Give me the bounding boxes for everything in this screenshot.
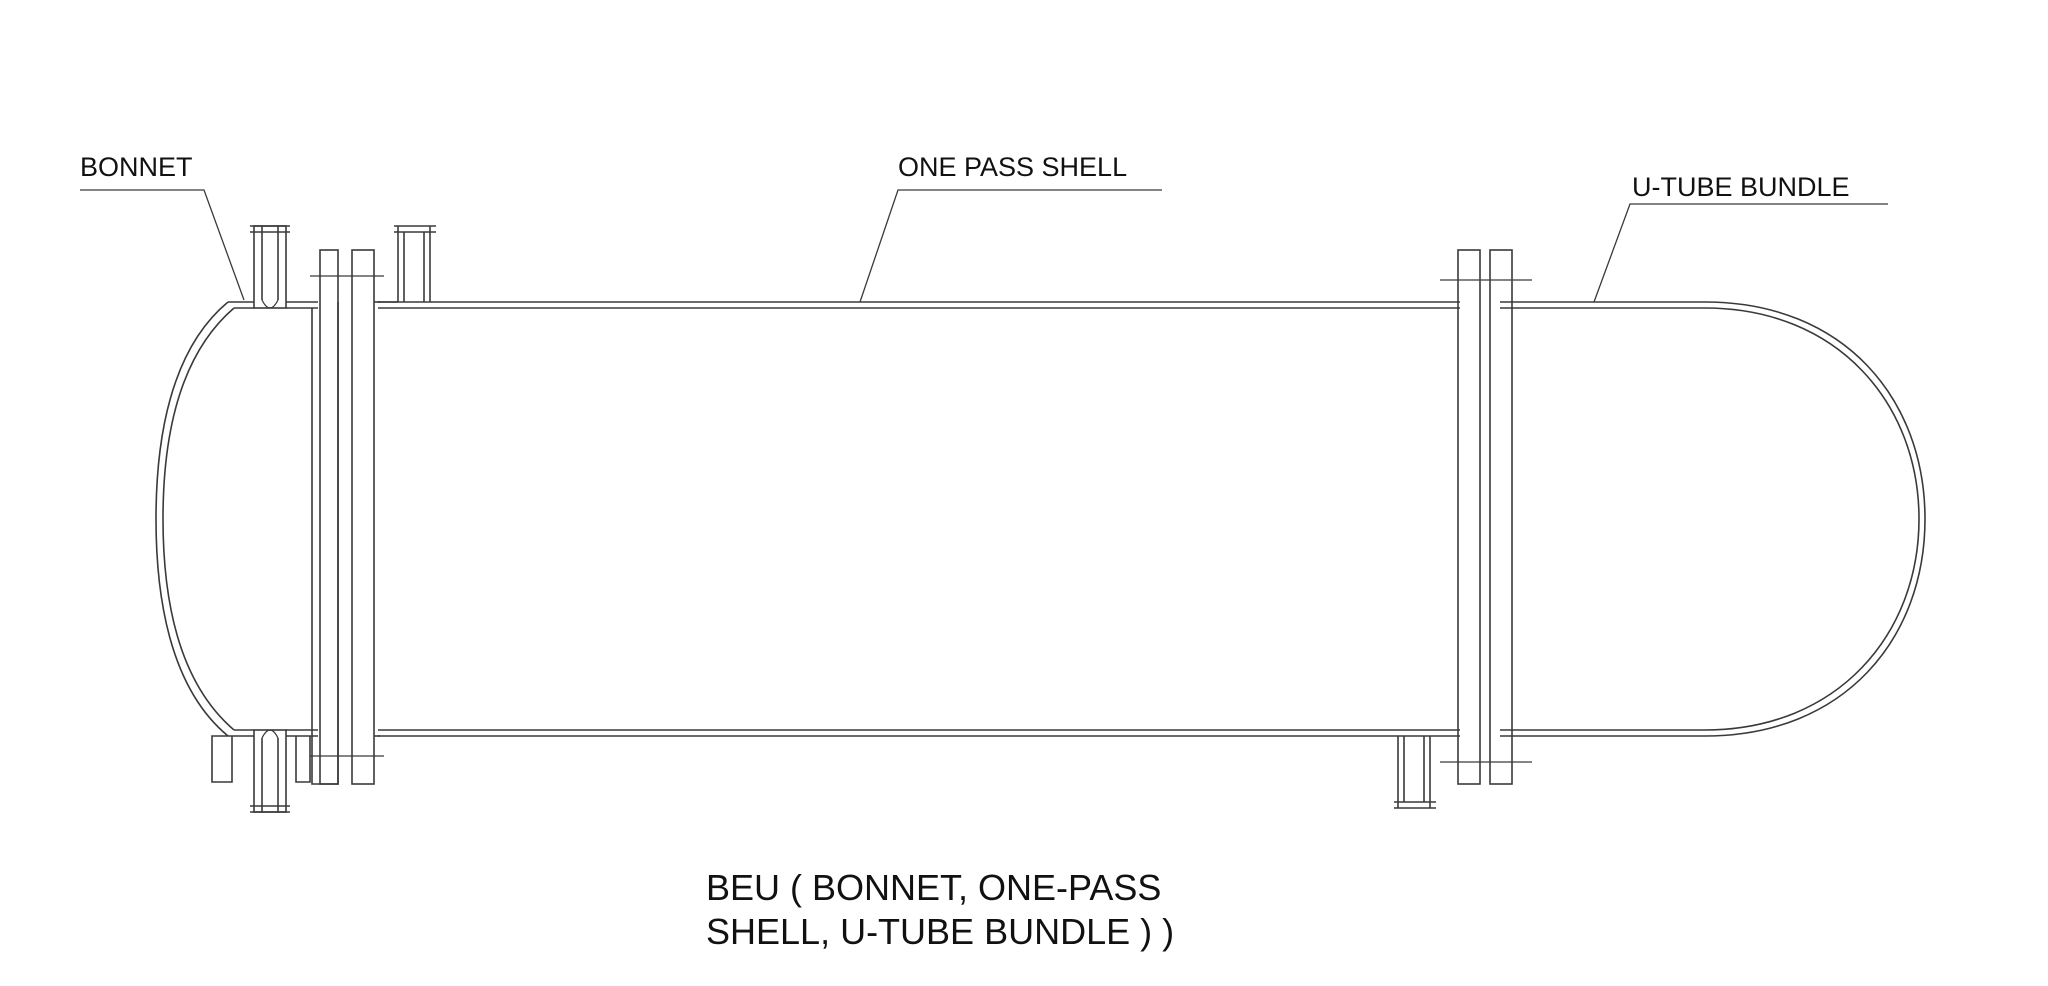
caption-line-1: BEU ( BONNET, ONE-PASS <box>706 867 1162 908</box>
bonnet-top-nozzle <box>250 225 290 309</box>
bonnet-head <box>155 301 318 737</box>
caption-line-2: SHELL, U-TUBE BUNDLE ) ) <box>706 911 1175 952</box>
u-tube-bundle-label: U-TUBE BUNDLE <box>1632 172 1850 202</box>
left-tubesheet <box>310 249 384 785</box>
one-pass-shell-label: ONE PASS SHELL <box>898 152 1128 182</box>
right-tubesheet <box>1440 249 1532 785</box>
bonnet-label: BONNET <box>80 152 193 182</box>
label-leaders <box>80 189 1888 303</box>
shell-inlet-nozzle <box>378 225 436 303</box>
shell-outlet-nozzle <box>1394 736 1436 809</box>
shell-body <box>378 301 1460 737</box>
diagram-caption: BEU ( BONNET, ONE-PASS SHELL, U-TUBE BUN… <box>706 866 1174 954</box>
bonnet-bottom-nozzle <box>250 729 290 813</box>
u-tube-bundle <box>1500 301 1926 737</box>
bonnet-flange-left <box>211 302 339 785</box>
